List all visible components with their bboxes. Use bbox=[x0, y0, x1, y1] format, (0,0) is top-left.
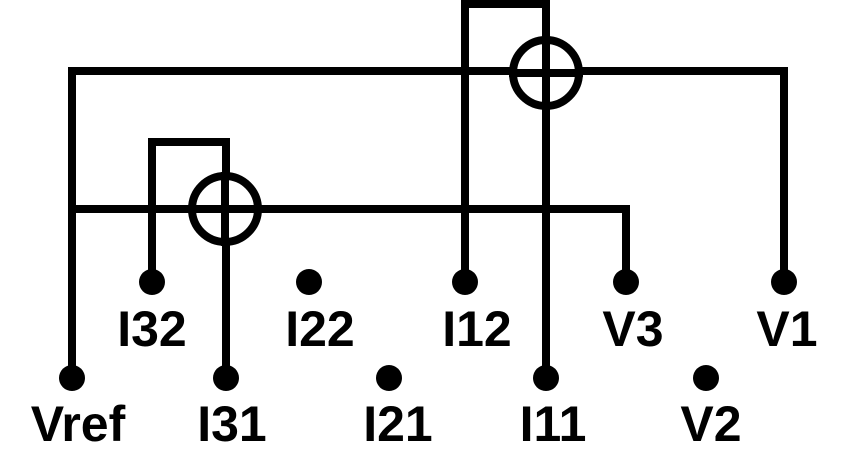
terminal-label-i11: I11 bbox=[520, 396, 587, 452]
lower-ring-symbol bbox=[188, 172, 262, 246]
terminal-label-i31: I31 bbox=[197, 396, 267, 452]
terminal-label-i12: I12 bbox=[442, 301, 512, 357]
terminal-label-i32: I32 bbox=[117, 301, 187, 357]
terminal-label-v1: V1 bbox=[756, 301, 817, 357]
terminal-dot-i21 bbox=[376, 365, 402, 391]
terminal-dot-v2 bbox=[693, 365, 719, 391]
terminal-dot-v3 bbox=[613, 269, 639, 295]
terminal-dot-i11 bbox=[533, 365, 559, 391]
terminal-dot-v1 bbox=[771, 269, 797, 295]
terminal-dot-i31 bbox=[213, 365, 239, 391]
terminal-dot-i32 bbox=[139, 269, 165, 295]
terminal-dot-vref bbox=[59, 365, 85, 391]
terminal-dot-i12 bbox=[452, 269, 478, 295]
terminal-label-v3: V3 bbox=[602, 301, 663, 357]
terminal-dot-i22 bbox=[296, 269, 322, 295]
upper-current-wire-i12 bbox=[461, 0, 550, 382]
terminal-label-vref: Vref bbox=[31, 396, 126, 452]
lower-current-wire-i32 bbox=[148, 138, 230, 382]
terminal-label-i22: I22 bbox=[285, 301, 355, 357]
terminal-label-i21: I21 bbox=[363, 396, 433, 452]
upper-wire-loop bbox=[68, 67, 788, 382]
terminal-label-v2: V2 bbox=[680, 396, 741, 452]
upper-ring-symbol bbox=[509, 36, 583, 110]
